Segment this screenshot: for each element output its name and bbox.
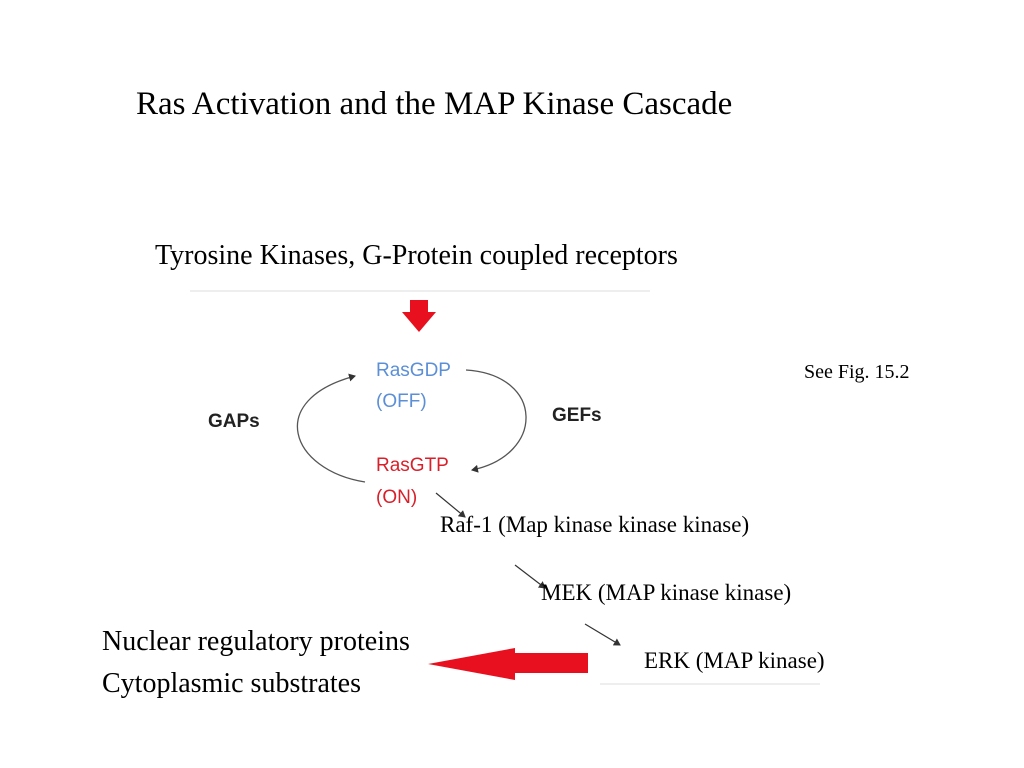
rasgtp-label: RasGTP (376, 455, 449, 476)
gaps-arc (296, 373, 366, 483)
mek-to-erk-arrow (584, 623, 621, 646)
receptor-down-arrow (402, 300, 436, 332)
rasgdp-label: RasGDP (376, 360, 451, 381)
on-state-label: (ON) (376, 487, 418, 508)
gaps-label: GAPs (208, 411, 260, 432)
erk-to-targets-arrow (428, 648, 588, 680)
gefs-label: GEFs (552, 405, 602, 426)
mek-label: MEK (MAP kinase kinase) (541, 580, 792, 605)
off-state-label: (OFF) (376, 391, 427, 412)
gefs-arc (465, 369, 527, 473)
nuclear-proteins-label: Nuclear regulatory proteins (102, 626, 410, 657)
raf-to-mek-arrow (514, 564, 546, 589)
raf1-label: Raf-1 (Map kinase kinase kinase) (440, 512, 750, 537)
receptors-label: Tyrosine Kinases, G-Protein coupled rece… (155, 240, 678, 271)
page-title: Ras Activation and the MAP Kinase Cascad… (136, 86, 733, 122)
cytoplasmic-substrates-label: Cytoplasmic substrates (102, 668, 361, 699)
rasgtp-to-raf-arrow (435, 492, 466, 518)
figure-reference: See Fig. 15.2 (804, 361, 910, 383)
erk-label: ERK (MAP kinase) (644, 648, 825, 673)
